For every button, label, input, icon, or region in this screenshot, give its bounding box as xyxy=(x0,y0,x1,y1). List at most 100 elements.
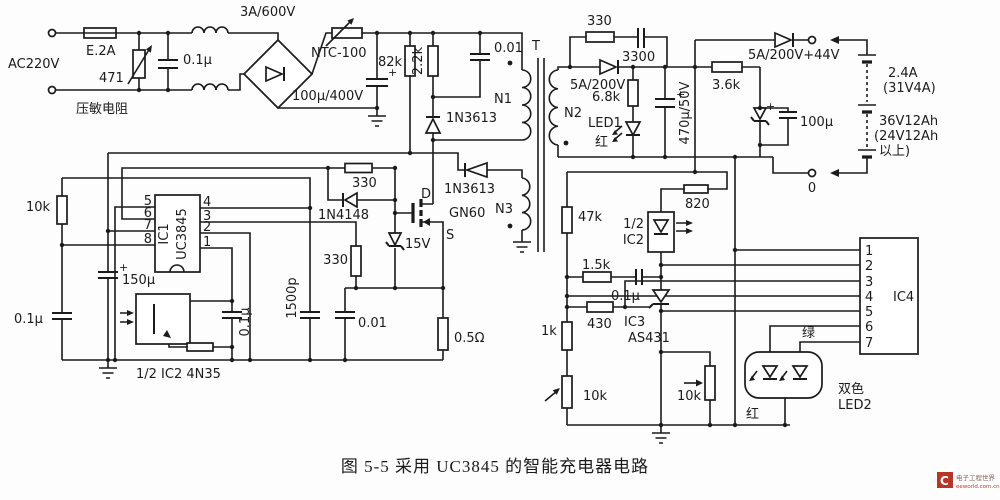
cap-1500p xyxy=(300,311,320,319)
input-stage xyxy=(47,18,363,95)
voltage-reference xyxy=(544,206,716,409)
label-ic1: IC1 xyxy=(157,223,172,244)
cap-0.01-cs xyxy=(335,311,355,319)
label-c-opto: 0.1μ xyxy=(238,308,253,337)
cap-0.1u-left xyxy=(52,312,72,320)
label-ic4: IC4 xyxy=(893,290,914,305)
label-r-led1: 6.8k xyxy=(592,90,621,105)
resistor-0.5ohm xyxy=(437,317,449,351)
label-out: 5A/200V+44V xyxy=(748,48,840,63)
resistor-1k xyxy=(561,321,573,351)
resistor-330-snub xyxy=(585,31,615,43)
primary-network xyxy=(404,45,490,134)
label-n2: N2 xyxy=(564,106,582,121)
label-bulk-cap: 100μ/400V xyxy=(292,89,363,104)
cap-150u xyxy=(98,271,118,279)
label-c-vcc: 150μ xyxy=(122,273,155,288)
opto2-led xyxy=(652,219,670,234)
label-c-clamp: 0.01 xyxy=(494,41,523,56)
label-n1: N1 xyxy=(494,92,512,107)
ac-terminal-top xyxy=(47,28,57,38)
pot1-10k xyxy=(561,375,573,409)
label-mosfet-s: S xyxy=(446,228,454,243)
bridge-rectifier xyxy=(242,38,388,110)
n3-phase-dot xyxy=(507,223,513,229)
out-terminal-zero xyxy=(807,168,817,178)
ic4-pin-6: 6 xyxy=(865,320,873,335)
bulk-cap-symbol xyxy=(366,78,388,87)
label-c-comp: 0.1μ xyxy=(611,289,640,304)
label-r-gate: 330 xyxy=(352,176,377,191)
resistor-47k xyxy=(561,206,573,234)
resistor-1.5k xyxy=(582,271,612,283)
ic1-pin-7: 7 xyxy=(144,218,152,233)
zener-15v xyxy=(387,232,403,247)
label-r-aux: 3.6k xyxy=(712,78,741,93)
label-transformer: T xyxy=(531,39,540,54)
resistor-430 xyxy=(586,301,614,313)
transformer-core xyxy=(537,58,545,252)
common-mode-choke xyxy=(191,26,229,91)
diode-1n3613-clamp xyxy=(424,117,442,134)
winding-n1 xyxy=(521,69,532,141)
cap-0.01-clamp xyxy=(470,53,490,61)
label-mosfet-d: D xyxy=(421,187,431,202)
cap-0.1u-comp xyxy=(635,269,643,285)
resistor-3.6k xyxy=(711,61,743,73)
opto1-body xyxy=(135,293,191,345)
cap-100u xyxy=(779,111,797,119)
ic1-pin-3: 3 xyxy=(203,209,211,224)
label-r-hv: 47k xyxy=(578,210,603,225)
label-r-sense: 0.5Ω xyxy=(454,331,485,346)
plus-out: + xyxy=(676,88,685,101)
ic1-pin-6: 6 xyxy=(144,206,152,221)
resistor-82k xyxy=(404,45,416,77)
label-led1: LED1 xyxy=(588,116,622,131)
label-r-cs: 330 xyxy=(323,253,348,268)
winding-n2 xyxy=(548,69,559,146)
ic4-pin-2: 2 xyxy=(865,259,873,274)
junction-dots xyxy=(59,30,788,428)
watermark-site-name: 电子工程世界 xyxy=(956,473,996,482)
label-c-snub2: 3300 xyxy=(622,50,655,65)
pwm-controller xyxy=(52,194,362,320)
diode-1n4148 xyxy=(343,191,358,209)
label-ic1-part: UC3845 xyxy=(175,208,190,260)
label-fuse: E.2A xyxy=(86,44,116,59)
winding-n3 xyxy=(521,177,532,242)
label-led2-red: 红 xyxy=(746,406,759,422)
led1-symbol xyxy=(624,121,642,137)
ic4-pin-5: 5 xyxy=(865,305,873,320)
opto-feedback-receiver xyxy=(127,293,242,352)
ic4-pin-7: 7 xyxy=(865,336,873,351)
label-term0: 0 xyxy=(808,181,816,196)
resistor-330-cs xyxy=(350,245,362,277)
diode-5a200v xyxy=(599,58,619,76)
label-batt-v: 36V12Ah xyxy=(879,114,938,129)
led2-indicator xyxy=(744,351,823,399)
label-pot2: 10k xyxy=(677,389,702,404)
resistor-2.2k xyxy=(427,45,439,77)
label-bridge: 3A/600V xyxy=(240,5,295,20)
label-d-gate: 1N4148 xyxy=(318,208,369,223)
ic4-body xyxy=(859,237,919,355)
watermark-logo: C 电子工程世界 eeworld.com.cn xyxy=(937,472,1000,490)
plus-vcc: + xyxy=(119,261,128,274)
label-ac-input: AC220V xyxy=(8,57,60,72)
diode-5a200v-out xyxy=(774,31,794,49)
ic4-monitor xyxy=(859,237,919,355)
label-z-gate: 15V xyxy=(405,237,431,252)
label-c-batt: 100μ xyxy=(800,115,833,130)
diode-1n3613-aux xyxy=(464,161,488,179)
ic1-pin-2: 2 xyxy=(203,220,211,235)
resistor-10k-left xyxy=(56,195,68,225)
label-ic3-part: AS431 xyxy=(628,331,670,346)
label-d-rect: 5A/200V xyxy=(570,78,625,93)
label-led2-green: 绿 xyxy=(802,326,815,341)
n1-phase-dot xyxy=(507,60,513,66)
label-batt-a: 2.4A xyxy=(888,66,918,81)
resistor-330-gate xyxy=(344,162,373,174)
label-r-startup: 82k xyxy=(378,55,403,70)
